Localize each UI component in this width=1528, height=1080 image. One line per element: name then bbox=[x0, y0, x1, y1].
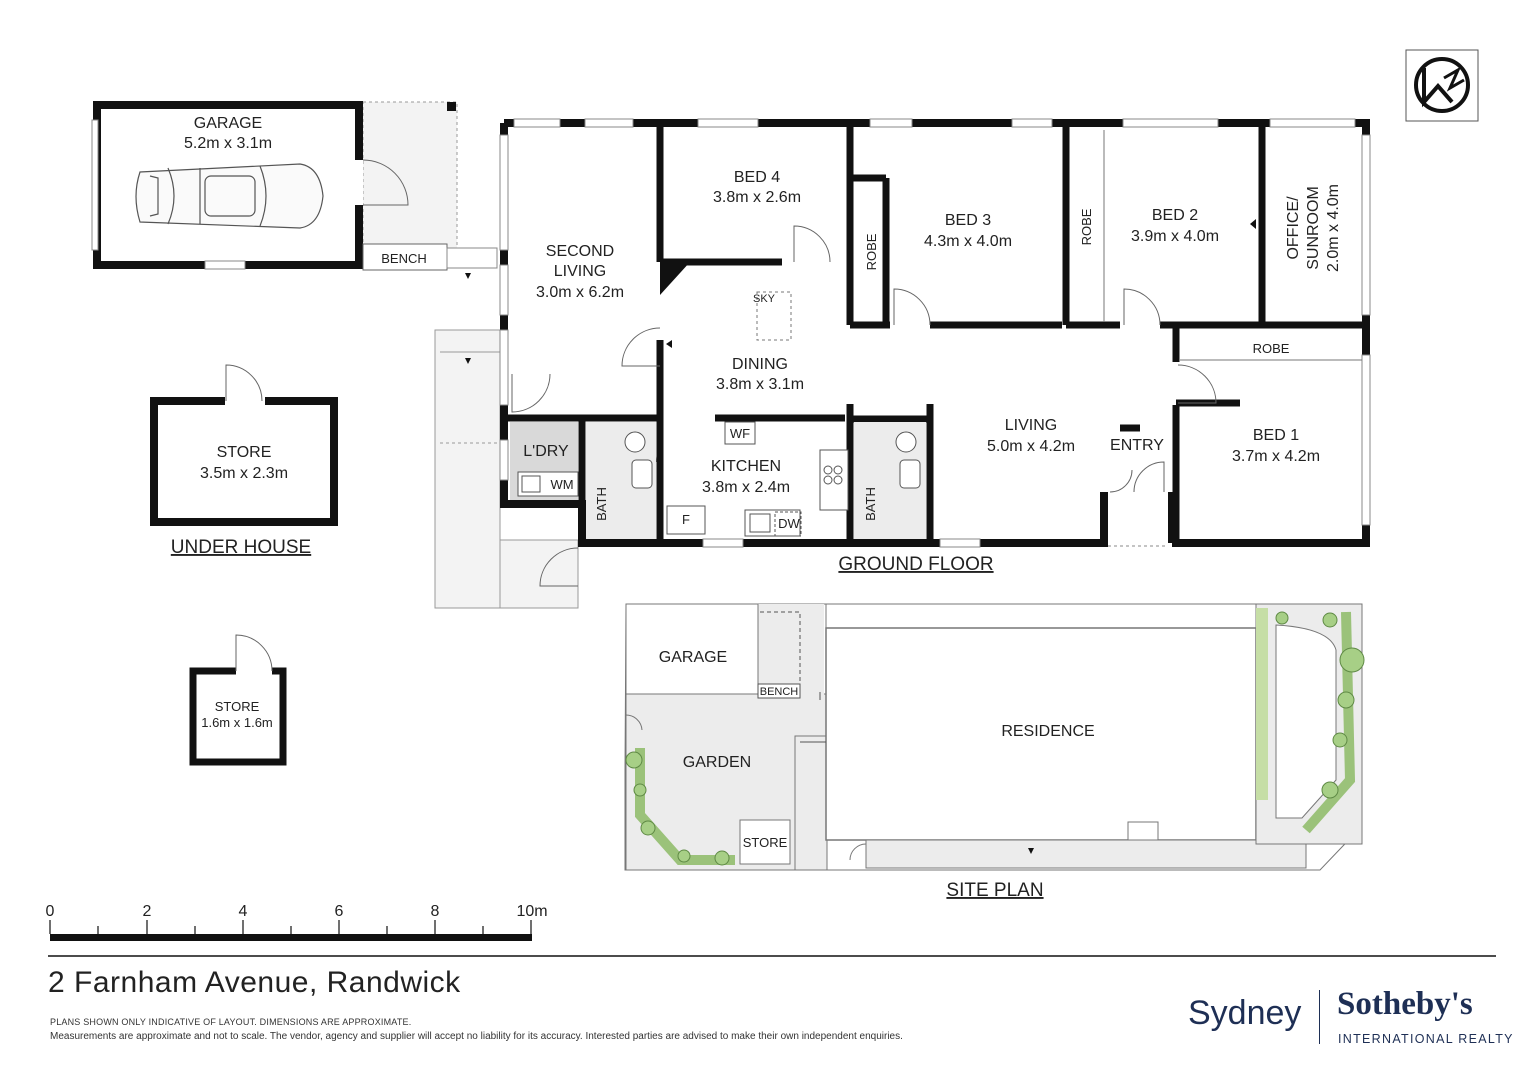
site-garden-label: GARDEN bbox=[683, 754, 751, 771]
car-icon bbox=[135, 163, 324, 229]
second-living-label-1: SECOND bbox=[546, 243, 614, 260]
store-label: STORE bbox=[217, 444, 272, 461]
garage-room: GARAGE 5.2m x 3.1m BENCH bbox=[91, 101, 498, 271]
main-house: SECOND LIVING 3.0m x 6.2m BED 4 3.8m x 2… bbox=[499, 118, 1371, 575]
brand-sothebys-logo: Sotheby's bbox=[1337, 986, 1473, 1022]
second-living-label-2: LIVING bbox=[554, 263, 606, 280]
bed1-robe-label: ROBE bbox=[1253, 341, 1290, 356]
bed4-label: BED 4 bbox=[734, 169, 780, 186]
bed4-dims: 3.8m x 2.6m bbox=[713, 189, 801, 206]
store-under-house: STORE 3.5m x 2.3m UNDER HOUSE bbox=[150, 364, 338, 558]
brand-international-realty: INTERNATIONAL REALTY bbox=[1338, 1032, 1514, 1046]
bath2-label: BATH bbox=[863, 487, 878, 521]
brand-divider bbox=[1319, 990, 1320, 1044]
small-store-label: STORE bbox=[215, 699, 260, 714]
bed1-dims: 3.7m x 4.2m bbox=[1232, 448, 1320, 465]
disclaimer-line-2: Measurements are approximate and not to … bbox=[50, 1031, 903, 1042]
living-label: LIVING bbox=[1005, 417, 1057, 434]
ground-floor-title: GROUND FLOOR bbox=[838, 554, 993, 575]
bed2-label: BED 2 bbox=[1152, 207, 1198, 224]
scale-tick-6: 6 bbox=[335, 903, 344, 920]
bed2-robe-label: ROBE bbox=[1079, 208, 1094, 245]
property-address: 2 Farnham Avenue, Randwick bbox=[48, 966, 461, 999]
brand-sydney: Sydney bbox=[1188, 994, 1302, 1032]
disclaimer-line-1: PLANS SHOWN ONLY INDICATIVE OF LAYOUT. D… bbox=[50, 1017, 412, 1027]
bed3-dims: 4.3m x 4.0m bbox=[924, 233, 1012, 250]
washing-machine-label: WM bbox=[550, 477, 573, 492]
under-house-title: UNDER HOUSE bbox=[171, 537, 311, 558]
dishwasher-label: DW bbox=[778, 516, 800, 531]
small-store-dims: 1.6m x 1.6m bbox=[201, 715, 273, 730]
kitchen-label: KITCHEN bbox=[711, 458, 781, 475]
site-bench-label: BENCH bbox=[760, 686, 799, 698]
scale-bar: 0 2 4 6 8 10m bbox=[46, 903, 548, 941]
bed3-robe-label: ROBE bbox=[864, 233, 879, 270]
bed3-label: BED 3 bbox=[945, 212, 991, 229]
office-dims: 2.0m x 4.0m bbox=[1325, 184, 1342, 272]
side-path bbox=[434, 273, 579, 609]
laundry-label: L'DRY bbox=[523, 443, 569, 460]
kitchen-dims: 3.8m x 2.4m bbox=[702, 479, 790, 496]
scale-tick-8: 8 bbox=[431, 903, 440, 920]
fridge-label: F bbox=[682, 512, 690, 527]
bed2-dims: 3.9m x 4.0m bbox=[1131, 228, 1219, 245]
wall-fridge-label: WF bbox=[730, 426, 750, 441]
office-label-1: OFFICE/ bbox=[1285, 196, 1302, 260]
scale-tick-2: 2 bbox=[143, 903, 152, 920]
bath1-label: BATH bbox=[594, 487, 609, 521]
north-arrow-icon bbox=[1405, 49, 1479, 122]
scale-tick-4: 4 bbox=[239, 903, 248, 920]
living-dims: 5.0m x 4.2m bbox=[987, 438, 1075, 455]
site-plan: GARAGE BENCH GARDEN STORE RESIDENCE SITE… bbox=[624, 603, 1365, 901]
scale-tick-0: 0 bbox=[46, 903, 55, 920]
dining-dims: 3.8m x 3.1m bbox=[716, 376, 804, 393]
garage-dims: 5.2m x 3.1m bbox=[184, 135, 272, 152]
site-garage-label: GARAGE bbox=[659, 649, 727, 666]
site-plan-title: SITE PLAN bbox=[946, 880, 1043, 901]
site-store-label: STORE bbox=[743, 835, 788, 850]
second-living-dims: 3.0m x 6.2m bbox=[536, 284, 624, 301]
skylight-label: SKY bbox=[753, 293, 776, 305]
small-store: STORE 1.6m x 1.6m bbox=[189, 634, 287, 766]
dining-label: DINING bbox=[732, 356, 788, 373]
scale-tick-10: 10m bbox=[516, 903, 547, 920]
office-label-2: SUNROOM bbox=[1305, 186, 1322, 270]
store-dims: 3.5m x 2.3m bbox=[200, 465, 288, 482]
bed1-label: BED 1 bbox=[1253, 427, 1299, 444]
entry-label: ENTRY bbox=[1110, 437, 1164, 454]
garage-label: GARAGE bbox=[194, 115, 262, 132]
site-residence-label: RESIDENCE bbox=[1001, 723, 1094, 740]
garage-bench-label: BENCH bbox=[381, 251, 427, 266]
